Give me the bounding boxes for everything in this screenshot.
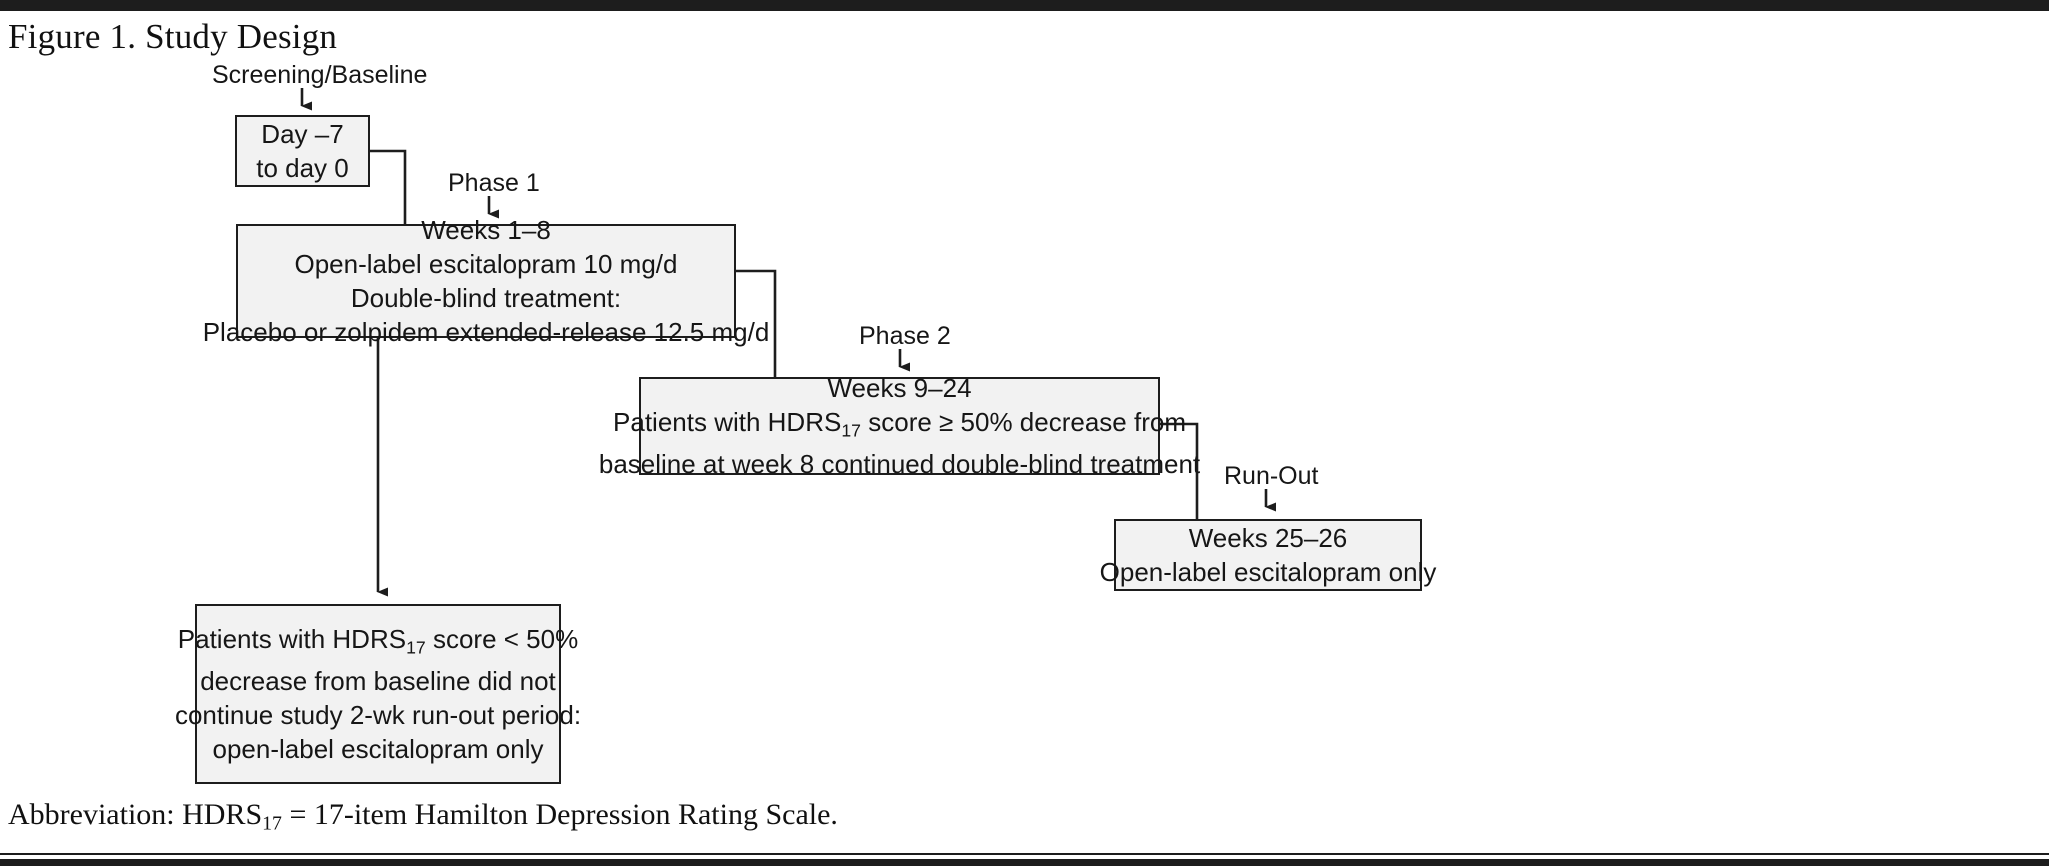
phase1-line-4: Placebo or zolpidem extended-release 12.… xyxy=(202,317,770,347)
phase2-line-2-pre: Patients with HDRS xyxy=(613,406,842,437)
nonresp-line-4: open-label escitalopram only xyxy=(212,734,544,765)
node-runout: Weeks 25–26 Open-label escitalopram only xyxy=(1100,519,1436,591)
figure-title: Figure 1. Study Design xyxy=(8,17,338,56)
node-baseline: Day –7 to day 0 xyxy=(235,115,370,187)
nonresp-hdrs-subscript: 17 xyxy=(406,637,426,658)
nonresp-line-3: continue study 2-wk run-out period: xyxy=(174,700,582,731)
node-phase1: Weeks 1–8 Open-label escitalopram 10 mg/… xyxy=(203,215,770,347)
footer-suffix: = 17-item Hamilton Depression Rating Sca… xyxy=(281,798,838,832)
footer-subscript: 17 xyxy=(262,813,282,835)
runout-line-1: Weeks 25–26 xyxy=(1188,523,1348,553)
label-phase1: Phase 1 xyxy=(448,169,540,197)
node-phase2: Weeks 9–24 Patients with HDRS17 score ≥ … xyxy=(599,373,1200,479)
phase1-line-1: Weeks 1–8 xyxy=(421,215,551,245)
label-runout: Run-Out xyxy=(1224,462,1319,490)
bottom-thin-rule xyxy=(0,853,2049,855)
bottom-rule xyxy=(0,859,2049,866)
connector-baseline-to-phase1 xyxy=(370,149,407,224)
figure-footer: Abbreviation: HDRS17 = 17-item Hamilton … xyxy=(8,797,838,842)
nonresp-line-1-pre: Patients with HDRS xyxy=(177,623,407,654)
nonresp-line-2: decrease from baseline did not xyxy=(200,666,556,697)
nonresp-line-1: Patients with HDRS17 score < 50% xyxy=(178,622,578,664)
phase2-hdrs-subscript: 17 xyxy=(841,420,862,441)
top-rule xyxy=(0,0,2049,11)
runout-line-2: Open-label escitalopram only xyxy=(1099,557,1437,587)
phase2-line-2: Patients with HDRS17 score ≥ 50% decreas… xyxy=(613,405,1186,447)
baseline-line-1: Day –7 xyxy=(261,119,344,149)
phase2-line-1: Weeks 9–24 xyxy=(827,372,972,403)
footer-prefix: Abbreviation: HDRS xyxy=(8,798,263,832)
phase2-line-2-post: score ≥ 50% decrease from xyxy=(861,406,1186,437)
phase1-line-3: Double-blind treatment: xyxy=(350,283,622,313)
baseline-line-2: to day 0 xyxy=(256,153,349,183)
node-nonresponders: Patients with HDRS17 score < 50% decreas… xyxy=(175,604,581,784)
phase2-line-3: baseline at week 8 continued double-blin… xyxy=(598,449,1201,480)
phase1-line-2: Open-label escitalopram 10 mg/d xyxy=(294,249,678,279)
label-screening: Screening/Baseline xyxy=(212,61,428,89)
nonresp-line-1-post: score < 50% xyxy=(425,623,579,654)
label-phase2: Phase 2 xyxy=(859,322,951,350)
